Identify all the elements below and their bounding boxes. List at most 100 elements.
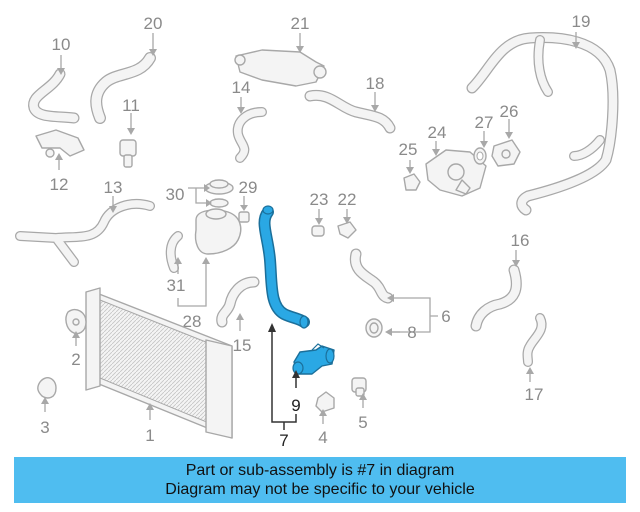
arrow-12 [55,153,63,160]
arrow-7 [268,323,276,332]
callout-22: 22 [338,190,357,209]
arrow-20 [149,49,157,56]
part-7-hose-highlighted [258,205,310,329]
callout-17: 17 [525,385,544,404]
arrow-10 [57,68,65,75]
arrow-4 [319,409,327,416]
callout-12: 12 [50,175,69,194]
leader-30 [188,187,206,204]
part-5-switch [351,377,367,397]
leader-28 [177,262,207,307]
part-25-gasket [403,173,421,191]
arrow-19 [572,42,580,49]
arrow-28 [202,257,210,264]
part-27-o-ring [473,147,487,165]
callout-14: 14 [232,78,251,97]
arrow-11 [127,128,135,135]
part-22-fitting [337,221,357,239]
callout-15: 15 [233,336,252,355]
arrow-8 [385,328,392,336]
part-11-sensor [119,139,137,168]
banner-line-2: Diagram may not be specific to your vehi… [165,481,475,498]
arrow-26 [505,132,513,139]
callout-5: 5 [358,413,367,432]
part-9-connector-highlighted [292,343,335,375]
part-6-hose [349,248,394,304]
arrow-2 [72,331,80,338]
part-29-sensor [238,211,250,223]
callout-29: 29 [239,178,258,197]
callout-6: 6 [441,307,450,326]
callout-1: 1 [145,426,154,445]
banner-line-1: Part or sub-assembly is #7 in diagram [185,462,455,479]
part-2-bracket [65,308,87,335]
callout-11: 11 [122,96,140,115]
leader-6-8 [390,297,438,333]
part-13-pipe [15,199,155,267]
callout-24: 24 [428,123,447,142]
part-4-sensor [315,391,335,413]
part-10-hose [28,68,80,124]
arrow-6 [387,294,394,302]
callout-21: 21 [291,14,310,33]
callout-25: 25 [399,140,418,159]
part-24-housing [425,149,487,197]
arrow-21 [296,46,304,53]
callout-2: 2 [71,350,80,369]
callout-16: 16 [511,231,530,250]
part-19-hose [466,32,619,216]
arrow-29 [240,205,248,211]
part-17-hose [522,313,547,367]
part-1-radiator [85,287,233,439]
callout-20: 20 [144,14,163,33]
arrow-13 [109,206,117,213]
callout-31: 31 [167,276,186,295]
callout-18: 18 [366,74,385,93]
arrow-22 [343,217,351,224]
expansion-tank [194,208,242,255]
callout-7: 7 [279,431,288,450]
callout-9: 9 [291,396,300,415]
arrow-25 [406,167,414,174]
callout-8: 8 [407,323,416,342]
part-14-hose [232,107,267,163]
arrow-1 [146,403,154,410]
part-16-hose [470,264,522,332]
callout-26: 26 [500,102,519,121]
callout-13: 13 [104,178,123,197]
callout-27: 27 [475,113,494,132]
arrow-30b [206,199,212,207]
part-26-thermostat [491,139,521,167]
callout-28: 28 [183,312,202,331]
part-20-hose [90,52,156,124]
part-21-pipe [234,49,327,87]
arrow-15 [236,313,244,320]
callout-23: 23 [310,190,329,209]
part-18-hose [304,89,396,134]
arrow-23 [315,218,323,225]
arrow-24 [432,149,440,156]
callout-10: 10 [52,35,71,54]
callout-30: 30 [166,185,185,204]
part-30-cap [204,179,234,208]
arrow-17 [526,367,534,374]
arrow-14 [237,107,245,114]
callout-3: 3 [40,418,49,437]
part-31-hose [165,231,183,273]
arrow-18 [371,105,379,112]
callout-4: 4 [318,428,327,447]
arrow-30a [204,184,210,192]
arrow-31 [174,257,182,264]
part-12-bracket [35,129,85,158]
arrow-3 [41,397,49,404]
part-23-fitting [311,225,325,237]
info-banner: Part or sub-assembly is #7 in diagram Di… [14,457,626,503]
part-8-fitting [365,318,383,338]
arrow-27 [480,141,488,148]
arrow-16 [512,260,520,267]
arrow-5 [359,393,367,400]
part-15-hose [216,276,260,328]
arrow-9 [292,370,300,378]
callout-19: 19 [572,12,591,31]
